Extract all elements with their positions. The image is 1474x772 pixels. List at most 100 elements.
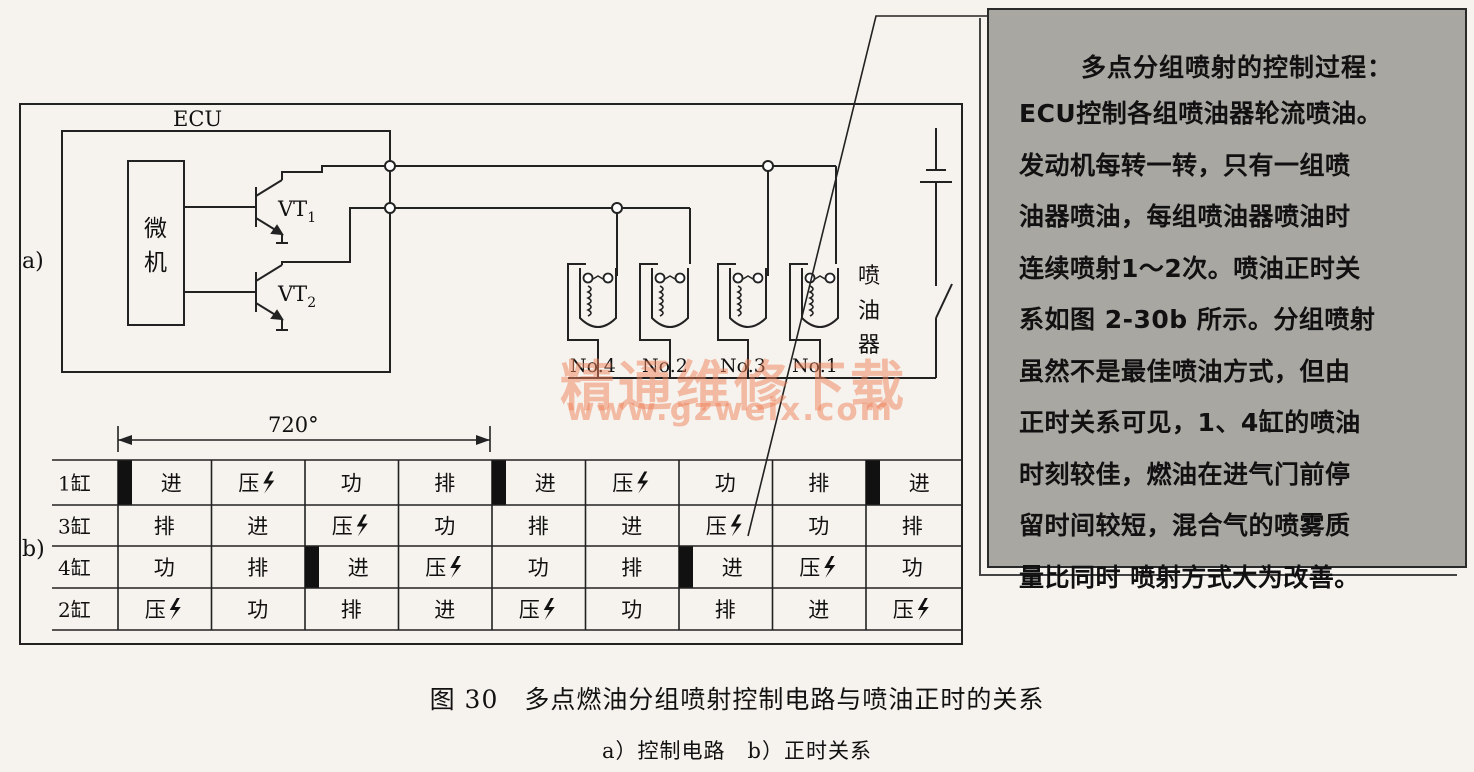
stroke-label: 压: [612, 472, 633, 496]
ecu-label: ECU: [173, 107, 222, 131]
microcomputer-label-1: 微: [144, 216, 167, 242]
vt2-label: VT2: [277, 282, 316, 311]
stroke-label: 压: [519, 598, 540, 622]
spark-icon: [263, 471, 275, 494]
microcomputer-label-2: 机: [144, 250, 167, 276]
figure-frame: [19, 103, 963, 645]
stroke-label: 压: [238, 472, 259, 496]
injector-number-label: No.4: [570, 355, 616, 377]
spark-icon: [917, 598, 929, 620]
stroke-label: 功: [154, 556, 175, 580]
cylinder-label: 4缸: [58, 556, 91, 580]
injection-bar: [866, 460, 880, 505]
injector: [567, 263, 617, 378]
stroke-label: 排: [154, 515, 175, 539]
injection-bar: [492, 460, 506, 505]
spark-icon: [543, 598, 555, 620]
stroke-label: 进: [161, 472, 182, 496]
stroke-label: 压: [799, 556, 820, 580]
stroke-label: 功: [715, 472, 736, 496]
stroke-label: 排: [434, 472, 455, 496]
spark-icon: [824, 556, 836, 578]
stroke-label: 压: [145, 598, 166, 622]
note-line: 正时关系可见，1、4缸的喷油: [1019, 408, 1361, 437]
note-title: 多点分组喷射的控制过程：: [1081, 53, 1394, 82]
span-720-dimension: [117, 426, 491, 452]
note-line: 连续喷射1～2次。喷油正时关: [1019, 253, 1361, 283]
cylinder-label: 1缸: [58, 472, 91, 496]
stroke-label: 进: [909, 472, 930, 496]
stroke-label: 排: [247, 556, 268, 580]
transistor-vt1: [184, 165, 390, 244]
stroke-label: 进: [722, 556, 743, 580]
injector-number-label: No.2: [642, 355, 688, 377]
ecu-box: [61, 130, 391, 373]
injection-bar: [305, 546, 319, 588]
stroke-label: 进: [434, 598, 455, 622]
note-line: ECU控制各组喷油器轮流喷油。: [1019, 99, 1383, 128]
note-line: 虽然不是最佳喷油方式，但由: [1019, 356, 1351, 386]
note-box: 多点分组喷射的控制过程： ECU控制各组喷油器轮流喷油。 发动机每转一转，只有一…: [987, 8, 1467, 592]
stroke-label: 进: [535, 472, 556, 496]
injector-number-label: No.3: [720, 355, 766, 377]
microcomputer-box: [127, 160, 185, 326]
note-line: 留时间较短，混合气的喷雾质: [1019, 511, 1351, 540]
stroke-label: 进: [808, 598, 829, 622]
note-line: 系如图 2-30b 所示。分组喷射: [1019, 305, 1376, 334]
stroke-label: 功: [902, 556, 923, 580]
injector-number-label: No.1: [792, 355, 838, 377]
stroke-label: 压: [706, 515, 727, 539]
stroke-label: 排: [621, 556, 642, 580]
cylinder-label: 2缸: [58, 598, 91, 622]
stroke-label: 排: [341, 598, 362, 622]
stroke-label: 功: [434, 515, 455, 539]
stroke-label: 进: [348, 556, 369, 580]
stroke-label: 功: [341, 472, 362, 496]
stroke-label: 排: [715, 598, 736, 622]
spark-icon: [730, 514, 742, 537]
injector-label-3: 器: [858, 333, 880, 358]
injection-bar: [118, 460, 132, 505]
watermark-url: www.gzweix.com: [566, 392, 894, 428]
vt1-label: VT1: [277, 197, 316, 226]
note-line: 油器喷油，每组喷油器喷油时: [1019, 202, 1351, 231]
injector-label-1: 喷: [858, 264, 880, 289]
note-line: 发动机每转一转，只有一组喷: [1019, 150, 1351, 180]
injection-bar: [679, 546, 693, 588]
watermark-text: 精通维修下载: [560, 355, 908, 418]
spark-icon: [356, 514, 368, 537]
stroke-label: 排: [808, 472, 829, 496]
stroke-label: 进: [621, 515, 642, 539]
injector: [717, 263, 767, 378]
panel-label-a: a): [22, 249, 44, 274]
stroke-label: 功: [528, 556, 549, 580]
stroke-label: 排: [528, 515, 549, 539]
stroke-label: 功: [621, 598, 642, 622]
figure-caption: 图 30 多点燃油分组喷射控制电路与喷油正时的关系: [429, 685, 1045, 714]
span-arrow-right: [476, 435, 490, 445]
stroke-label: 功: [808, 515, 829, 539]
stroke-label: 压: [893, 598, 914, 622]
stroke-label: 压: [425, 556, 446, 580]
injector-label-2: 油: [858, 299, 880, 324]
spark-icon: [637, 471, 649, 494]
note-line: 时刻较佳，燃油在进气门前停: [1019, 459, 1351, 489]
sub-caption: a）控制电路 b）正时关系: [602, 739, 872, 763]
junction-dots: [384, 160, 774, 214]
transistor-vt2: [184, 207, 390, 331]
note-body: ECU控制各组喷油器轮流喷油。 发动机每转一转，只有一组喷 油器喷油，每组喷油器…: [1019, 88, 1459, 603]
span-720-label: 720°: [268, 413, 319, 437]
stroke-label: 功: [247, 598, 268, 622]
callout-line: [747, 15, 990, 537]
stroke-label: 压: [332, 515, 353, 539]
panel-label-b: b): [22, 537, 45, 562]
cylinder-label: 3缸: [58, 515, 91, 539]
stroke-label: 排: [902, 515, 923, 539]
span-arrow-left: [118, 435, 132, 445]
stroke-label: 进: [247, 515, 268, 539]
note-line: 量比同时 喷射方式大为改善。: [1019, 562, 1360, 592]
spark-icon: [450, 556, 462, 578]
injector: [639, 263, 689, 378]
spark-icon: [169, 598, 181, 620]
